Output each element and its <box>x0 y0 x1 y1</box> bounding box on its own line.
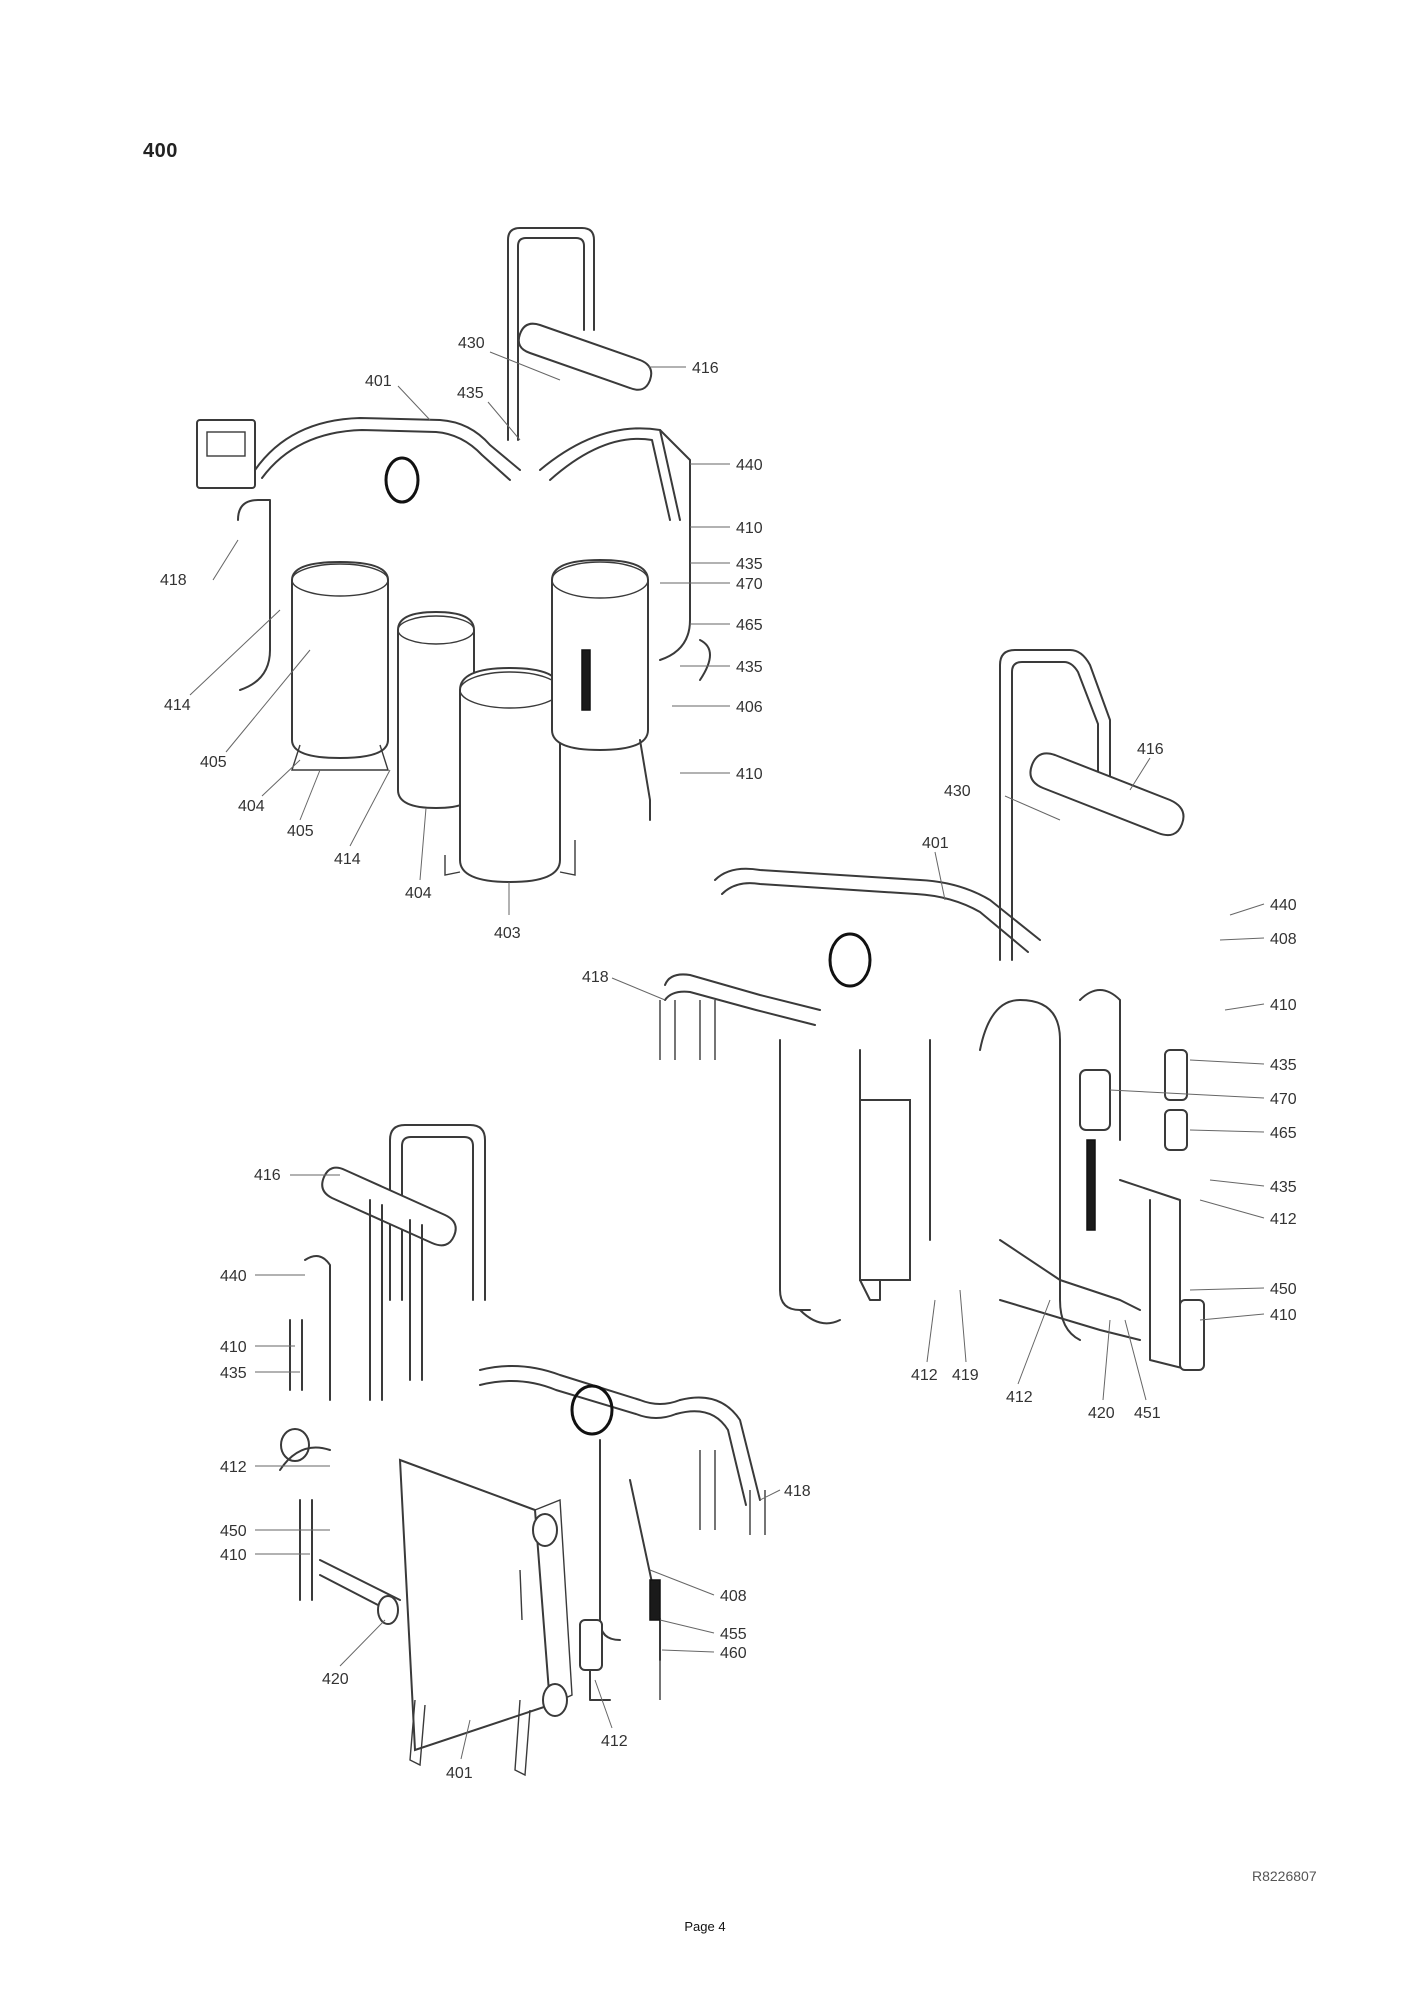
callout-label: 470 <box>1270 1091 1297 1108</box>
callouts-right: 416 430 401 440 408 418 410 435 470 465 … <box>582 741 1297 1422</box>
drawing-reference: R8226807 <box>1252 1868 1317 1884</box>
callout-label: 435 <box>457 385 484 402</box>
callout-label: 405 <box>287 823 314 840</box>
callout-label: 451 <box>1134 1405 1161 1422</box>
section-title: 400 <box>143 140 178 162</box>
callout-label: 410 <box>736 520 763 537</box>
callout-label: 440 <box>1270 897 1297 914</box>
callout-label: 440 <box>220 1268 247 1285</box>
callout-label: 414 <box>164 697 191 714</box>
callout-label: 435 <box>1270 1179 1297 1196</box>
callout-label: 410 <box>220 1339 247 1356</box>
callout-label: 410 <box>220 1547 247 1564</box>
assembly-view-right <box>659 649 1205 1371</box>
callout-label: 412 <box>220 1459 247 1476</box>
callout-label: 414 <box>334 851 361 868</box>
callout-label: 410 <box>1270 1307 1297 1324</box>
callout-label: 408 <box>720 1588 747 1605</box>
assembly-view-bottom-left <box>279 1124 766 1777</box>
callout-label: 408 <box>1270 931 1297 948</box>
callout-label: 435 <box>220 1365 247 1382</box>
callout-label: 418 <box>784 1483 811 1500</box>
callout-label: 450 <box>220 1523 247 1540</box>
callout-label: 430 <box>458 335 485 352</box>
callout-label: 401 <box>365 373 392 390</box>
callout-label: 412 <box>911 1367 938 1384</box>
callout-label: 419 <box>952 1367 979 1384</box>
callout-label: 435 <box>736 556 763 573</box>
callout-label: 404 <box>238 798 265 815</box>
callout-label: 465 <box>1270 1125 1297 1142</box>
assembly-view-top-left <box>196 227 711 884</box>
leader-lines-bottom-left <box>255 1174 781 1760</box>
callout-label: 455 <box>720 1626 747 1643</box>
callout-label: 450 <box>1270 1281 1297 1298</box>
page-number: Page 4 <box>684 1919 726 1934</box>
callout-label: 410 <box>1270 997 1297 1014</box>
callouts-bottom-left: 416 440 410 435 412 418 450 410 408 455 … <box>220 1167 811 1782</box>
callout-label: 412 <box>601 1733 628 1750</box>
leader-lines-right <box>611 757 1265 1401</box>
callout-label: 420 <box>322 1671 349 1688</box>
callout-label: 435 <box>1270 1057 1297 1074</box>
callout-label: 416 <box>692 360 719 377</box>
callout-label: 470 <box>736 576 763 593</box>
callout-label: 401 <box>922 835 949 852</box>
callout-label: 418 <box>160 572 187 589</box>
callout-label: 465 <box>736 617 763 634</box>
callout-label: 435 <box>736 659 763 676</box>
callout-label: 418 <box>582 969 609 986</box>
callout-label: 404 <box>405 885 432 902</box>
callout-label: 430 <box>944 783 971 800</box>
callout-label: 403 <box>494 925 521 942</box>
callout-label: 401 <box>446 1765 473 1782</box>
leader-lines-top-left <box>189 351 730 915</box>
callout-label: 406 <box>736 699 763 716</box>
callout-label: 416 <box>254 1167 281 1184</box>
callout-label: 405 <box>200 754 227 771</box>
callout-label: 412 <box>1270 1211 1297 1228</box>
callouts-top-left: 430 416 401 435 440 410 418 435 470 465 … <box>160 335 763 942</box>
callout-label: 412 <box>1006 1389 1033 1406</box>
callout-label: 420 <box>1088 1405 1115 1422</box>
callout-label: 410 <box>736 766 763 783</box>
callout-label: 460 <box>720 1645 747 1662</box>
callout-label: 440 <box>736 457 763 474</box>
callout-label: 416 <box>1137 741 1164 758</box>
